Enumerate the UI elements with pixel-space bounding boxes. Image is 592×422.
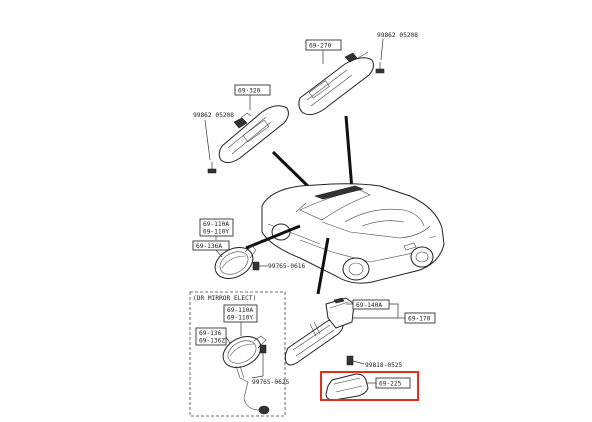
- leader-inner-mirror: [316, 237, 330, 295]
- label-inner-mirror-a: 69-140A: [346, 299, 399, 318]
- sun-visor-right: [298, 51, 374, 116]
- label-elect-screw-text: 99765-0625: [252, 379, 290, 386]
- outer-mirror: [214, 245, 257, 280]
- label-screw-visor-left-text: 99862 05208: [193, 112, 234, 119]
- elect-label-mirror-2: 69-110Y: [227, 315, 253, 322]
- leader-outer-mirror: [245, 224, 301, 250]
- elect-label-glass-2: 69-136Z: [199, 338, 225, 345]
- label-screw-visor-left: 99862 05208: [193, 112, 234, 161]
- label-mirror-glass-text: 69-136A: [196, 243, 222, 250]
- label-map-lamp: 69-225: [366, 377, 411, 389]
- label-visor-right-text: 69-270: [309, 43, 332, 50]
- elect-label-mirror-1: 69-110A: [227, 307, 253, 314]
- car-illustration: [261, 183, 445, 284]
- elect-mirror-screw: [251, 344, 267, 379]
- elect-mirror: [222, 335, 270, 415]
- label-visor-right: 69-270: [305, 39, 342, 64]
- inner-mirror-screw: [346, 355, 365, 366]
- elect-mirror-group: [189, 291, 286, 417]
- outer-mirror-screw: [252, 261, 268, 271]
- label-inner-mirror-a-text: 69-140A: [356, 302, 382, 309]
- label-inner-screw-text: 99818-0525: [365, 362, 403, 369]
- label-inner-mirror: 69-170: [352, 312, 436, 324]
- map-lamp: [325, 373, 369, 401]
- elect-mirror-label-outer: 69-110A 69-110Y: [223, 304, 258, 336]
- label-elect-screw: 99765-0625: [252, 379, 290, 386]
- elect-label-glass-1: 69-136: [199, 330, 222, 337]
- label-visor-left: 69-320: [234, 84, 271, 110]
- sun-visor-left: [218, 105, 289, 164]
- label-map-lamp-text: 69-225: [379, 381, 402, 388]
- leader-visor-right: [344, 115, 354, 191]
- label-mirror-screw-text: 99765-0616: [268, 263, 306, 270]
- label-outer-mirror: 69-110A 69-110Y: [199, 218, 234, 240]
- elect-mirror-label-glass: 69-136 69-136Z: [195, 327, 233, 347]
- label-mirror-glass: 69-136A: [192, 240, 230, 258]
- highlight-frame: [320, 371, 419, 401]
- label-inner-mirror-text: 69-170: [408, 316, 431, 323]
- inner-rearview-mirror: [284, 297, 355, 366]
- screw-visor-left: [207, 162, 217, 174]
- label-inner-screw: 99818-0525: [365, 362, 403, 369]
- label-outer-mirror-1: 69-110A: [203, 221, 229, 228]
- elect-mirror-heading: (DR MIRROR ELECT): [193, 295, 256, 302]
- label-screw-visor-right: 99862 05208: [377, 32, 418, 61]
- label-visor-left-text: 69-320: [238, 88, 261, 95]
- label-mirror-screw: 99765-0616: [268, 263, 306, 270]
- label-outer-mirror-2: 69-110Y: [203, 229, 229, 236]
- label-screw-visor-right-text: 99862 05208: [377, 32, 418, 39]
- screw-visor-right: [375, 62, 385, 74]
